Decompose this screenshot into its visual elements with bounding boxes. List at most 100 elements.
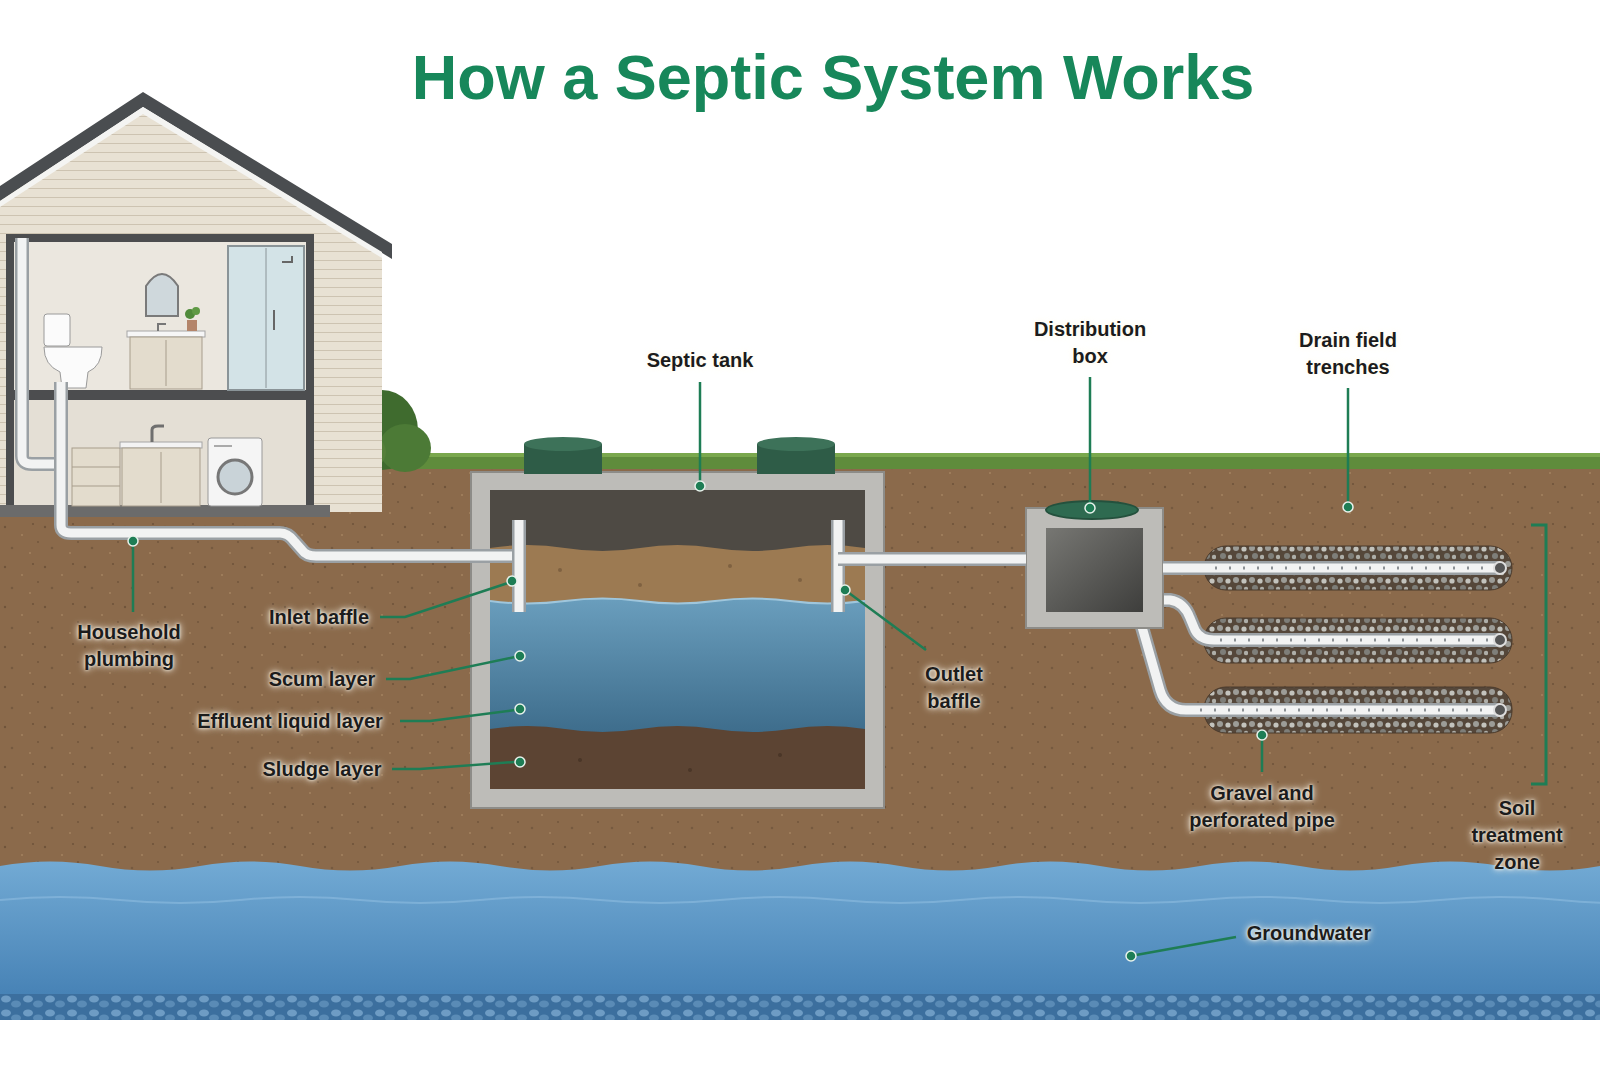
house-part bbox=[152, 426, 164, 442]
part-label: Outlet baffle bbox=[904, 661, 1004, 715]
component-node: Distribution box bbox=[1026, 508, 1163, 628]
trenches-part bbox=[1494, 634, 1506, 646]
leader-lines-part bbox=[400, 710, 515, 721]
house-part bbox=[72, 467, 120, 468]
title: How a Septic System Works bbox=[412, 41, 1255, 113]
house-part bbox=[282, 256, 292, 262]
septic-tank-body-part bbox=[757, 437, 835, 451]
trenches-part bbox=[1494, 704, 1506, 716]
leader-lines-part bbox=[1136, 937, 1236, 955]
septic-tank-body-part bbox=[524, 437, 602, 451]
septic-tank-body-part bbox=[490, 726, 865, 789]
trenches-part bbox=[1140, 620, 1500, 710]
house-part bbox=[122, 448, 200, 506]
house-part bbox=[379, 424, 431, 472]
house-part bbox=[44, 347, 102, 388]
house-part bbox=[273, 310, 275, 330]
septic-tank-body-part bbox=[471, 472, 884, 808]
house-part bbox=[0, 92, 392, 259]
house-part bbox=[218, 460, 252, 494]
component-label: Distribution box bbox=[1015, 316, 1165, 370]
leader-lines-part bbox=[1126, 951, 1136, 961]
trenches-part bbox=[1494, 562, 1506, 574]
house-part bbox=[44, 314, 70, 346]
house-part bbox=[228, 246, 304, 390]
septic-tank-body bbox=[471, 437, 884, 808]
distribution-box-body-part bbox=[1046, 501, 1138, 519]
house-part bbox=[6, 234, 314, 512]
distribution-box-body-part bbox=[1046, 528, 1143, 612]
house-part bbox=[0, 505, 330, 517]
house-part bbox=[72, 486, 120, 487]
leader-lines-part bbox=[128, 536, 138, 546]
leader-lines-part bbox=[507, 576, 517, 586]
leader-lines-part bbox=[1261, 740, 1264, 772]
house-part bbox=[166, 340, 167, 386]
septic-tank-body-part bbox=[638, 583, 642, 587]
baffles-part bbox=[838, 552, 884, 566]
leader-lines-part bbox=[1347, 388, 1350, 502]
baffles-part bbox=[515, 520, 524, 612]
leader-lines-part bbox=[132, 546, 135, 612]
septic-tank-body-part bbox=[490, 599, 865, 604]
trenches-part bbox=[1215, 567, 1492, 570]
trenches bbox=[1140, 546, 1512, 733]
part-label: Scum layer bbox=[269, 666, 376, 693]
zone-bracket bbox=[1531, 525, 1546, 784]
house-part bbox=[214, 445, 232, 447]
household-pipes bbox=[22, 238, 519, 556]
part-label: Groundwater bbox=[1247, 920, 1371, 947]
leader-lines-part bbox=[1085, 503, 1095, 513]
leader-lines-part bbox=[515, 757, 525, 767]
leader-lines bbox=[128, 377, 1353, 961]
leader-lines-part bbox=[386, 657, 515, 679]
leader-lines-part bbox=[515, 651, 525, 661]
leader-lines-part bbox=[380, 583, 508, 617]
house-part bbox=[127, 331, 205, 337]
part-label: Household plumbing bbox=[64, 619, 194, 673]
septic-tank-body-part bbox=[798, 578, 802, 582]
house-part bbox=[192, 307, 200, 315]
septic-tank-body-part bbox=[558, 568, 562, 572]
distribution-box-body-part bbox=[1026, 508, 1163, 628]
house-part bbox=[266, 248, 267, 388]
household-pipes-part bbox=[61, 382, 519, 556]
part-label: Effluent liquid layer bbox=[197, 708, 383, 735]
leader-lines-part bbox=[840, 585, 850, 595]
septic-tank-body-part bbox=[578, 758, 582, 762]
trenches-part bbox=[1196, 561, 1500, 575]
trenches-part bbox=[1140, 600, 1500, 640]
component-label: Drain field trenches bbox=[1273, 327, 1423, 381]
house-part bbox=[14, 242, 306, 390]
pipe-connector bbox=[1163, 568, 1198, 569]
septic-tank-body-part bbox=[778, 753, 782, 757]
baffles-part bbox=[512, 520, 526, 612]
trenches-part bbox=[1200, 709, 1492, 712]
component-node: Septic tank bbox=[471, 472, 884, 808]
house-part bbox=[161, 452, 162, 503]
part-label: Gravel and perforated pipe bbox=[1175, 780, 1350, 834]
house-part bbox=[72, 448, 120, 506]
house-part bbox=[158, 324, 166, 331]
trenches-part bbox=[1140, 620, 1500, 710]
leader-lines-part bbox=[695, 481, 705, 491]
leader-lines-part bbox=[1257, 730, 1267, 740]
leader-lines-part bbox=[515, 704, 525, 714]
component-node: Drain field trenches bbox=[1198, 536, 1520, 741]
part-label: Inlet baffle bbox=[269, 604, 369, 631]
leader-lines-part bbox=[1343, 502, 1353, 512]
pipe bbox=[1163, 561, 1198, 575]
septic-tank-body-part bbox=[490, 598, 865, 732]
part-label: Soil treatment zone bbox=[1461, 795, 1573, 876]
septic-tank-body-part bbox=[490, 545, 865, 604]
house-part bbox=[208, 438, 262, 506]
aquifer-gravel bbox=[0, 994, 1600, 1020]
component-label: Septic tank bbox=[647, 347, 754, 374]
septic-tank-body-part bbox=[688, 768, 692, 772]
pipe-highlight bbox=[1163, 564, 1198, 573]
pipe bbox=[884, 552, 1026, 566]
water-ripples bbox=[0, 897, 1600, 903]
trenches-part bbox=[1220, 639, 1492, 642]
baffles bbox=[519, 520, 884, 612]
